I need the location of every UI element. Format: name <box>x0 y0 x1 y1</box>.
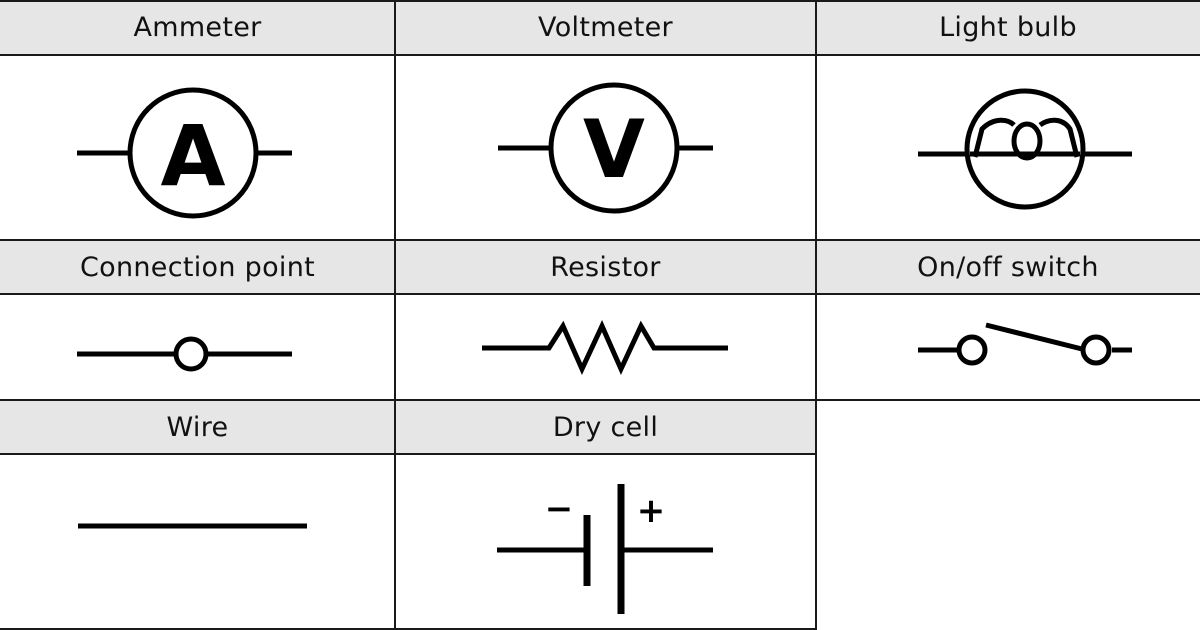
plus-sign: + <box>637 491 666 531</box>
cell-resistor <box>395 294 816 400</box>
cell-ammeter: A <box>0 55 395 240</box>
voltmeter-glyph: V <box>583 103 645 196</box>
header-switch: On/off switch <box>816 240 1200 294</box>
cell-light-bulb <box>816 55 1200 240</box>
switch-symbol <box>918 322 1132 366</box>
ammeter-symbol: A <box>77 87 292 219</box>
header-voltmeter: Voltmeter <box>395 0 816 55</box>
minus-sign: − <box>545 489 574 529</box>
header-ammeter: Ammeter <box>0 0 395 55</box>
ammeter-glyph: A <box>160 107 225 205</box>
header-wire: Wire <box>0 400 395 454</box>
header-light-bulb: Light bulb <box>816 0 1200 55</box>
cell-connection-point <box>0 294 395 400</box>
cell-voltmeter: V <box>395 55 816 240</box>
cell-switch <box>816 294 1200 400</box>
header-dry-cell: Dry cell <box>395 400 816 454</box>
resistor-symbol <box>482 319 728 376</box>
connection-point-symbol <box>77 336 292 372</box>
cell-wire <box>0 454 395 630</box>
wire-symbol <box>78 523 307 529</box>
cell-dry-cell: − + <box>395 454 816 630</box>
header-resistor: Resistor <box>395 240 816 294</box>
voltmeter-symbol: V <box>498 82 713 214</box>
header-connection-point: Connection point <box>0 240 395 294</box>
dry-cell-symbol: − + <box>497 484 713 614</box>
light-bulb-symbol <box>918 88 1132 210</box>
